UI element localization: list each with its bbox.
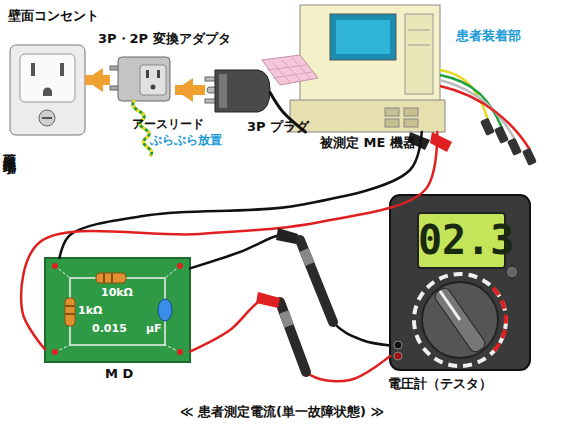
board-terminal (52, 263, 58, 269)
panel-line (408, 45, 430, 46)
md-board (45, 258, 190, 362)
rotary-dial (422, 282, 498, 358)
ground-terminal-screw (39, 110, 55, 126)
outlet-slot (60, 63, 64, 76)
monitor-body (300, 5, 440, 105)
lcd-display (418, 213, 505, 268)
patient-lead (440, 86, 530, 150)
lead-connector (480, 118, 495, 136)
md-board-box: M D (45, 258, 190, 362)
node-label: 3P・2P 変換アダプタ (98, 31, 231, 47)
part-label: 患者装着部 (456, 28, 521, 44)
three-pin-plug-box: 3P プラグ (205, 65, 270, 115)
direction-arrow (175, 85, 205, 95)
device-button (404, 108, 418, 116)
wall-outlet-drawing (10, 45, 85, 135)
dial-knob (433, 286, 487, 354)
wall-outlet-box: 壁面コンセント (10, 45, 85, 135)
node-label: 電圧計（テスタ） (388, 376, 492, 392)
device-button (404, 119, 418, 127)
direction-arrow (85, 75, 110, 85)
probe-grip (284, 312, 289, 326)
plug-body (215, 70, 270, 112)
outlet-ground-hole (43, 88, 52, 97)
component-value: μF (146, 322, 162, 335)
lead-connector (507, 138, 522, 156)
component-value: 1kΩ (78, 304, 102, 317)
node-label: M D (105, 366, 133, 382)
board-terminal (177, 263, 183, 269)
device-button (385, 119, 399, 127)
meter-button (506, 266, 518, 278)
probe-grip (304, 250, 310, 264)
board-terminal (177, 349, 183, 355)
voltmeter-drawing (390, 195, 530, 370)
monitor-screen (330, 14, 396, 60)
node-label: 壁面コンセント (8, 8, 99, 24)
meter-body (390, 195, 530, 370)
resistor-symbol (96, 273, 126, 283)
node-label: 被測定 ME 機器 (320, 135, 416, 151)
screen-glass (336, 20, 390, 54)
component-value: 10kΩ (101, 286, 133, 299)
outlet-face (20, 54, 75, 102)
conversion-adapter-box: 3P・2P 変換アダプタ (110, 55, 175, 105)
plug-drawing (205, 70, 270, 112)
lead-wire (60, 132, 422, 258)
screw-slot (42, 117, 52, 119)
capacitor-symbol (158, 299, 172, 321)
meter-jack (394, 352, 402, 360)
meter-jack (394, 341, 402, 349)
circuit-trace (70, 278, 165, 345)
me-device-drawing (262, 5, 537, 166)
red-clip (430, 132, 452, 152)
adapter-hole (146, 70, 149, 78)
black-probe (300, 240, 333, 322)
dial-scale (414, 274, 506, 366)
me-device-box: 被測定 ME 機器 (290, 5, 445, 132)
lead-connector (522, 148, 537, 166)
lead-wire (190, 299, 390, 382)
lcd-reading: 02.3 (418, 213, 505, 268)
dial-pointer (440, 291, 460, 320)
note-label: ぶらぶら放置 (150, 133, 222, 147)
resistor-band (103, 273, 105, 283)
red-probe (280, 302, 306, 372)
adapter-face (140, 65, 166, 95)
keyboard-grid (267, 58, 312, 82)
resistor-symbol (65, 298, 75, 326)
red-probe-clip (256, 292, 280, 308)
outlet-slot (31, 63, 35, 76)
resistor-band (65, 305, 75, 307)
side-panel (405, 14, 433, 94)
voltmeter-box: 02.3電圧計（テスタ） (390, 195, 530, 370)
adapter-hole (151, 85, 156, 90)
plug-highlight (219, 74, 227, 108)
resistor-band (111, 273, 113, 283)
black-probe-clip (276, 228, 298, 244)
circuit-trace (55, 266, 180, 352)
resistor-band (65, 313, 75, 315)
adapter-body (118, 57, 170, 101)
md-board-drawing (45, 258, 190, 362)
figure-caption: ≪ 患者測定電流(単一故障状態) ≫ (0, 404, 564, 420)
lead-connector (494, 126, 509, 144)
part-label: アースリード (132, 117, 204, 131)
component-value: 0.015 (92, 322, 127, 335)
device-base (290, 100, 445, 132)
device-button (385, 108, 399, 116)
outlet-plate (10, 45, 85, 135)
board-terminal (52, 349, 58, 355)
adapter-hole (157, 70, 160, 78)
panel-line (408, 30, 430, 31)
node-label: 3P プラグ (247, 119, 309, 135)
keyboard-pad (262, 55, 318, 85)
lead-wire (21, 132, 437, 350)
terminal-label: 壁面接地端子 (2, 142, 18, 154)
